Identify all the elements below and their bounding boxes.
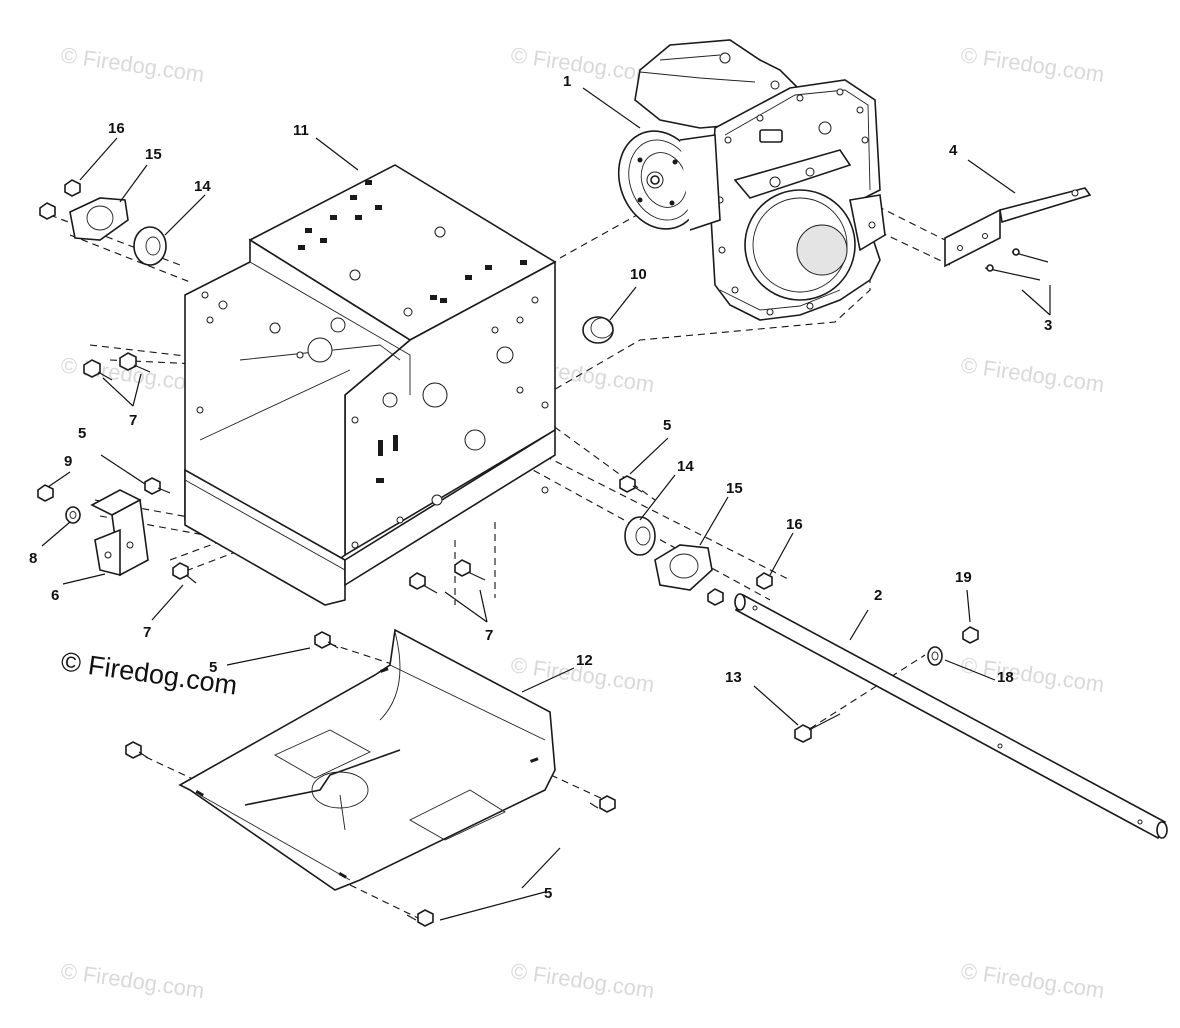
- callout-13: 13: [725, 669, 742, 686]
- bolt-7: [83, 359, 113, 381]
- washer-18: [927, 646, 943, 666]
- callout-5: 5: [78, 425, 86, 442]
- nut-part-9: [37, 484, 54, 502]
- callout-18: 18: [997, 669, 1014, 686]
- bolt-5: [406, 909, 434, 927]
- callout-19: 19: [955, 569, 972, 586]
- callout-2: 2: [874, 587, 882, 604]
- callout-14: 14: [677, 458, 694, 475]
- housing-side-holes: [351, 296, 549, 549]
- bolt-5: [589, 795, 616, 813]
- watermark: © Firedog.com: [509, 42, 656, 87]
- watermark: © Firedog.com: [959, 958, 1106, 1003]
- callout-7: 7: [143, 624, 151, 641]
- callout-9: 9: [64, 453, 72, 470]
- plug-part-10: [582, 316, 614, 344]
- callout-14: 14: [194, 178, 211, 195]
- housing-top-holes: [298, 180, 527, 317]
- right-bearing-assembly: [624, 516, 773, 606]
- washer-part-8: [65, 506, 81, 524]
- bolt-7: [454, 559, 486, 581]
- bolt-5: [125, 741, 149, 759]
- callout-8: 8: [29, 550, 37, 567]
- callout-5: 5: [663, 417, 671, 434]
- bracket-part-4: [944, 187, 1092, 268]
- bolt-13: [794, 713, 841, 743]
- callout-15: 15: [145, 146, 162, 163]
- bolt-5: [314, 631, 339, 649]
- watermark: © Firedog.com: [959, 352, 1106, 397]
- left-bearing-assembly: [39, 179, 167, 266]
- housing-left-holes: [196, 291, 346, 414]
- engine-assembly: [617, 39, 886, 321]
- callout-5: 5: [544, 885, 552, 902]
- callout-11: 11: [293, 122, 309, 139]
- callout-12: 12: [576, 652, 593, 669]
- nut-19: [962, 626, 979, 644]
- callout-3: 3: [1044, 317, 1052, 334]
- bolt-5: [144, 477, 171, 495]
- watermark: © Firedog.com: [959, 42, 1106, 87]
- bolt-7: [119, 352, 151, 373]
- callout-16: 16: [108, 120, 125, 137]
- callout-4: 4: [949, 142, 958, 159]
- skid-plate-part-12: [178, 628, 556, 891]
- housing-frame: [184, 164, 557, 606]
- bolt-5: [619, 475, 643, 493]
- callout-7: 7: [129, 412, 137, 429]
- callout-10: 10: [630, 266, 647, 283]
- bolt-7: [409, 572, 438, 594]
- axle-part-2: [734, 593, 1168, 840]
- watermark: © Firedog.com: [59, 958, 206, 1003]
- callout-1: 1: [563, 73, 571, 90]
- callout-16: 16: [786, 516, 803, 533]
- bolt-7: [172, 562, 197, 584]
- bolts: [83, 352, 979, 927]
- bracket-part-6: [90, 489, 149, 577]
- watermark: © Firedog.com: [59, 42, 206, 87]
- pins-part-3: [984, 248, 1049, 281]
- callout-15: 15: [726, 480, 743, 497]
- leader-lines: [41, 87, 1051, 921]
- callout-labels: 1 2 3 4 5 5 5 5 6 7 7 7 8 9 10 11 12 13 …: [29, 73, 1052, 902]
- watermark: © Firedog.com: [509, 958, 656, 1003]
- callout-5: 5: [209, 659, 217, 676]
- callout-7: 7: [485, 627, 493, 644]
- callout-6: 6: [51, 587, 59, 604]
